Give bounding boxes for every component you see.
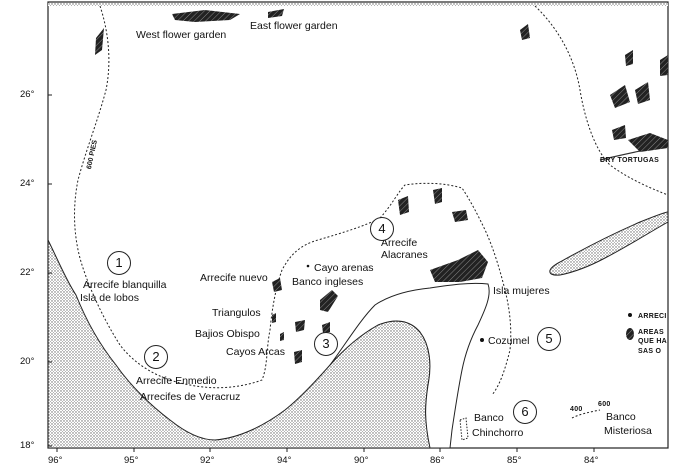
reef-alacranes xyxy=(398,196,409,215)
reef-arcas-1 xyxy=(295,320,305,332)
reef-arrecife-nuevo xyxy=(272,278,282,292)
y-tick-18: 18° xyxy=(20,440,35,451)
label-bajios-obispo: Bajios Obispo xyxy=(195,328,260,340)
legend-hatch-area xyxy=(626,328,634,340)
northern-coast xyxy=(48,3,668,6)
region-marker-3: 3 xyxy=(314,332,338,356)
label-cayos-arcas: Cayos Arcas xyxy=(226,346,285,358)
island-cozumel xyxy=(480,338,484,342)
legend-text-3: QUE HA xyxy=(638,338,668,345)
x-tick-84: 84° xyxy=(584,455,599,466)
label-triangulos: Triangulos xyxy=(212,307,261,319)
x-tick-85: 85° xyxy=(507,455,522,466)
label-arrecife-blanquilla: Arrecife blanquilla xyxy=(83,279,167,291)
island-chinchorro xyxy=(459,417,469,441)
reef-arcas-2 xyxy=(322,322,330,333)
reef-banco-ingleses xyxy=(320,290,338,312)
legend-text-2: AREAS xyxy=(638,329,665,336)
reef-east-garden xyxy=(172,10,240,22)
y-tick-26: 26° xyxy=(20,89,35,100)
label-east-flower-garden: East flower garden xyxy=(250,20,338,32)
legend-dot-reef xyxy=(628,313,632,317)
reef-fl-2 xyxy=(635,82,650,104)
reef-north-1 xyxy=(268,9,284,18)
label-isla-mujeres: Isla mujeres xyxy=(493,285,550,297)
label-banco-chinchorro-1: Banco xyxy=(474,412,504,424)
y-axis-ticks xyxy=(48,94,52,447)
reef-fl-4 xyxy=(612,125,626,140)
label-cayo-arenas: Cayo arenas xyxy=(314,262,374,274)
legend-text-1: ARRECI xyxy=(638,313,667,320)
label-dry-tortugas: DRY TORTUGAS xyxy=(600,157,660,164)
x-tick-90: 90° xyxy=(354,455,369,466)
cuba xyxy=(549,211,669,276)
region-marker-2: 2 xyxy=(144,345,168,369)
region-marker-5: 5 xyxy=(537,327,561,351)
label-west-flower-garden: West flower garden xyxy=(136,29,227,41)
y-tick-24: 24° xyxy=(20,178,35,189)
label-banco-misteriosa-1: Banco xyxy=(606,411,636,423)
x-tick-94: 94° xyxy=(277,455,292,466)
x-axis-ticks xyxy=(56,448,595,452)
label-isla-de-lobos: Isla de lobos xyxy=(80,292,139,304)
reef-west-garden xyxy=(95,28,104,55)
label-depth-600b: 600 xyxy=(598,401,611,408)
reef-campeche-1 xyxy=(433,188,442,204)
reef-triangulos xyxy=(272,313,276,323)
yucatan-peninsula xyxy=(329,282,490,449)
region-marker-6: 6 xyxy=(513,400,537,424)
isobath-600-east xyxy=(534,5,669,196)
reef-campeche-2 xyxy=(452,210,468,222)
x-tick-92: 92° xyxy=(200,455,215,466)
label-banco-chinchorro-2: Chinchorro xyxy=(472,427,524,439)
label-arrecife-nuevo: Arrecife nuevo xyxy=(200,272,268,284)
y-tick-22: 22° xyxy=(20,267,35,278)
label-depth-400: 400 xyxy=(570,406,583,413)
reef-fl-6 xyxy=(660,55,668,76)
reef-fl-5 xyxy=(628,133,668,152)
label-arrecife-alacranes-1: Arrecife xyxy=(381,237,418,249)
reef-fl-3 xyxy=(625,50,633,66)
island-cayo-arenas xyxy=(306,264,310,268)
reef-fl-1 xyxy=(610,85,630,108)
reef-mujeres xyxy=(430,250,488,282)
x-tick-95: 95° xyxy=(124,455,139,466)
label-banco-misteriosa-2: Misteriosa xyxy=(604,425,652,437)
region-marker-4: 4 xyxy=(370,217,394,241)
x-tick-96: 96° xyxy=(48,455,63,466)
label-arrecife-alacranes-2: Alacranes xyxy=(381,249,428,261)
reef-arcas-3 xyxy=(294,350,302,364)
x-tick-86: 86° xyxy=(430,455,445,466)
label-arrecife-enmedio: Arrecife Enmedio xyxy=(136,375,217,387)
label-arrecifes-veracruz: Arrecifes de Veracruz xyxy=(140,391,241,403)
y-tick-20: 20° xyxy=(20,356,35,367)
label-cozumel: Cozumel xyxy=(488,335,530,347)
legend-text-4: SAS O xyxy=(638,348,662,355)
region-marker-1: 1 xyxy=(107,251,131,275)
isobath-600-west xyxy=(74,5,512,396)
reef-north-2 xyxy=(520,24,530,40)
reef-bajios xyxy=(280,332,284,341)
label-banco-ingleses: Banco ingleses xyxy=(292,276,364,288)
